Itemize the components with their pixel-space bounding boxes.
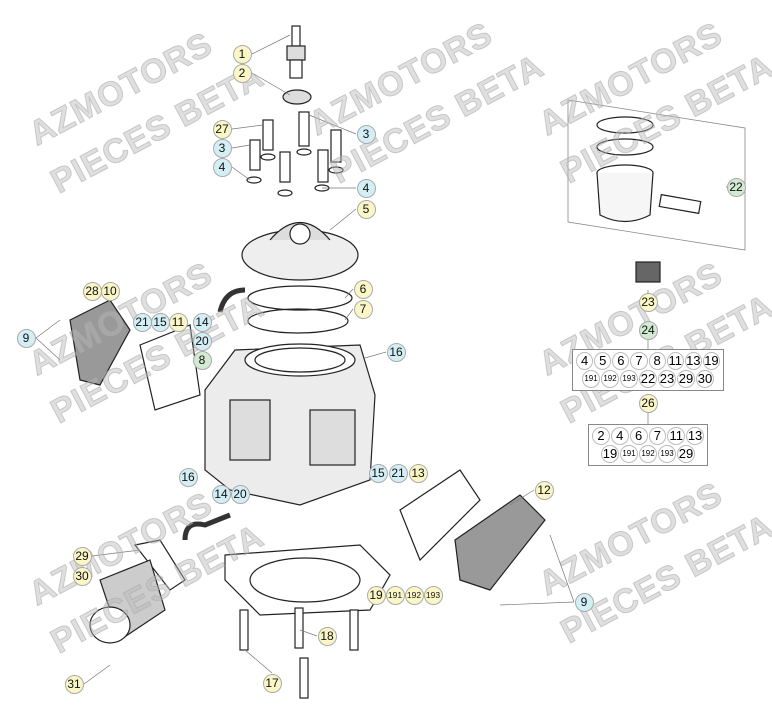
callout-12[interactable]: 12: [534, 480, 554, 500]
piston-pin: [658, 193, 702, 215]
leader-lines: [35, 34, 745, 685]
spark-plug-seal: [282, 89, 312, 105]
callout-31[interactable]: 31: [64, 674, 84, 694]
callout-3[interactable]: 3: [212, 138, 232, 158]
cylinder-head: [241, 221, 359, 281]
callout-10[interactable]: 10: [100, 281, 120, 301]
piston-ring: [596, 138, 654, 156]
piston-ring: [596, 116, 654, 134]
callout-21[interactable]: 21: [388, 463, 408, 483]
needle-bearing: [635, 261, 661, 283]
kit-item[interactable]: 19: [601, 445, 619, 463]
callout-13[interactable]: 13: [408, 463, 428, 483]
kit-item[interactable]: 191: [620, 445, 638, 463]
callout-192[interactable]: 192: [404, 585, 424, 605]
kit-item[interactable]: 2: [592, 427, 610, 445]
callout-14[interactable]: 14: [211, 484, 231, 504]
callout-27[interactable]: 27: [212, 119, 232, 139]
cylinder: [204, 343, 376, 506]
kit-item[interactable]: 11: [667, 427, 686, 445]
kit-item[interactable]: 22: [639, 370, 657, 388]
kit-item[interactable]: 5: [594, 352, 612, 370]
spark-plug: [286, 25, 306, 79]
base-gasket-bore: [249, 557, 361, 603]
cover-gasket-left: [139, 324, 201, 411]
callout-18[interactable]: 18: [317, 626, 337, 646]
kit-item[interactable]: 4: [576, 352, 594, 370]
callout-6[interactable]: 6: [353, 279, 373, 299]
callout-5[interactable]: 5: [356, 199, 376, 219]
callout-8[interactable]: 8: [192, 350, 212, 370]
kit-item[interactable]: 6: [629, 427, 648, 445]
kit-item[interactable]: 23: [658, 370, 676, 388]
callout-193[interactable]: 193: [423, 585, 443, 605]
kit-item[interactable]: 11: [666, 352, 684, 370]
callout-22[interactable]: 22: [726, 177, 746, 197]
callout-16[interactable]: 16: [386, 342, 406, 362]
callout-3[interactable]: 3: [356, 124, 376, 144]
kit-item[interactable]: 13: [686, 427, 704, 445]
intake-gasket: [133, 539, 186, 591]
callout-16[interactable]: 16: [178, 467, 198, 487]
callout-4[interactable]: 4: [212, 157, 232, 177]
kit-item[interactable]: 192: [601, 370, 619, 388]
piston: [596, 164, 654, 223]
callout-9[interactable]: 9: [574, 592, 594, 612]
piston-kit-frame: [567, 99, 746, 251]
kit-item[interactable]: 191: [582, 370, 600, 388]
callout-1[interactable]: 1: [232, 44, 252, 64]
callout-23[interactable]: 23: [638, 292, 658, 312]
callout-2[interactable]: 2: [232, 63, 252, 83]
callout-4[interactable]: 4: [356, 178, 376, 198]
callout-29[interactable]: 29: [72, 546, 92, 566]
callout-19[interactable]: 19: [366, 585, 386, 605]
kit-item[interactable]: 29: [677, 445, 695, 463]
kit-item[interactable]: 13: [684, 352, 702, 370]
callout-191[interactable]: 191: [385, 585, 405, 605]
callout-15[interactable]: 15: [150, 312, 170, 332]
head-o-ring: [247, 285, 353, 311]
callout-7[interactable]: 7: [353, 299, 373, 319]
callout-28[interactable]: 28: [82, 281, 102, 301]
kit-item[interactable]: 7: [648, 427, 667, 445]
kit-item[interactable]: 4: [610, 427, 629, 445]
callout-17[interactable]: 17: [262, 673, 282, 693]
intake-manifold: [89, 559, 166, 644]
kit-item[interactable]: 8: [648, 352, 666, 370]
callout-30[interactable]: 30: [72, 566, 92, 586]
side-cover-gasket: [399, 469, 481, 562]
callout-11[interactable]: 11: [168, 312, 188, 332]
kit-item[interactable]: 6: [612, 352, 630, 370]
callout-14[interactable]: 14: [192, 312, 212, 332]
callout-9[interactable]: 9: [16, 328, 36, 348]
callout-21[interactable]: 21: [132, 312, 152, 332]
kit-item[interactable]: 29: [677, 370, 695, 388]
reed-hose: [182, 512, 231, 541]
side-cover: [454, 494, 546, 591]
kit-item[interactable]: 193: [658, 445, 676, 463]
kit-item[interactable]: 192: [639, 445, 657, 463]
kit-item[interactable]: 30: [696, 370, 714, 388]
callout-26[interactable]: 26: [638, 393, 658, 413]
callout-20[interactable]: 20: [192, 331, 212, 351]
callout-24[interactable]: 24: [638, 320, 658, 340]
callout-20[interactable]: 20: [230, 484, 250, 504]
head-gasket: [247, 308, 349, 334]
dowel-pins: [239, 607, 359, 699]
kit-item[interactable]: 193: [620, 370, 638, 388]
head-bolts: [246, 111, 344, 197]
base-gasket: [224, 544, 391, 616]
kit-item[interactable]: 7: [630, 352, 648, 370]
callout-15[interactable]: 15: [368, 463, 388, 483]
kit-item[interactable]: 19: [702, 352, 720, 370]
exhaust-valve-cover: [69, 299, 131, 386]
hose: [217, 287, 246, 313]
